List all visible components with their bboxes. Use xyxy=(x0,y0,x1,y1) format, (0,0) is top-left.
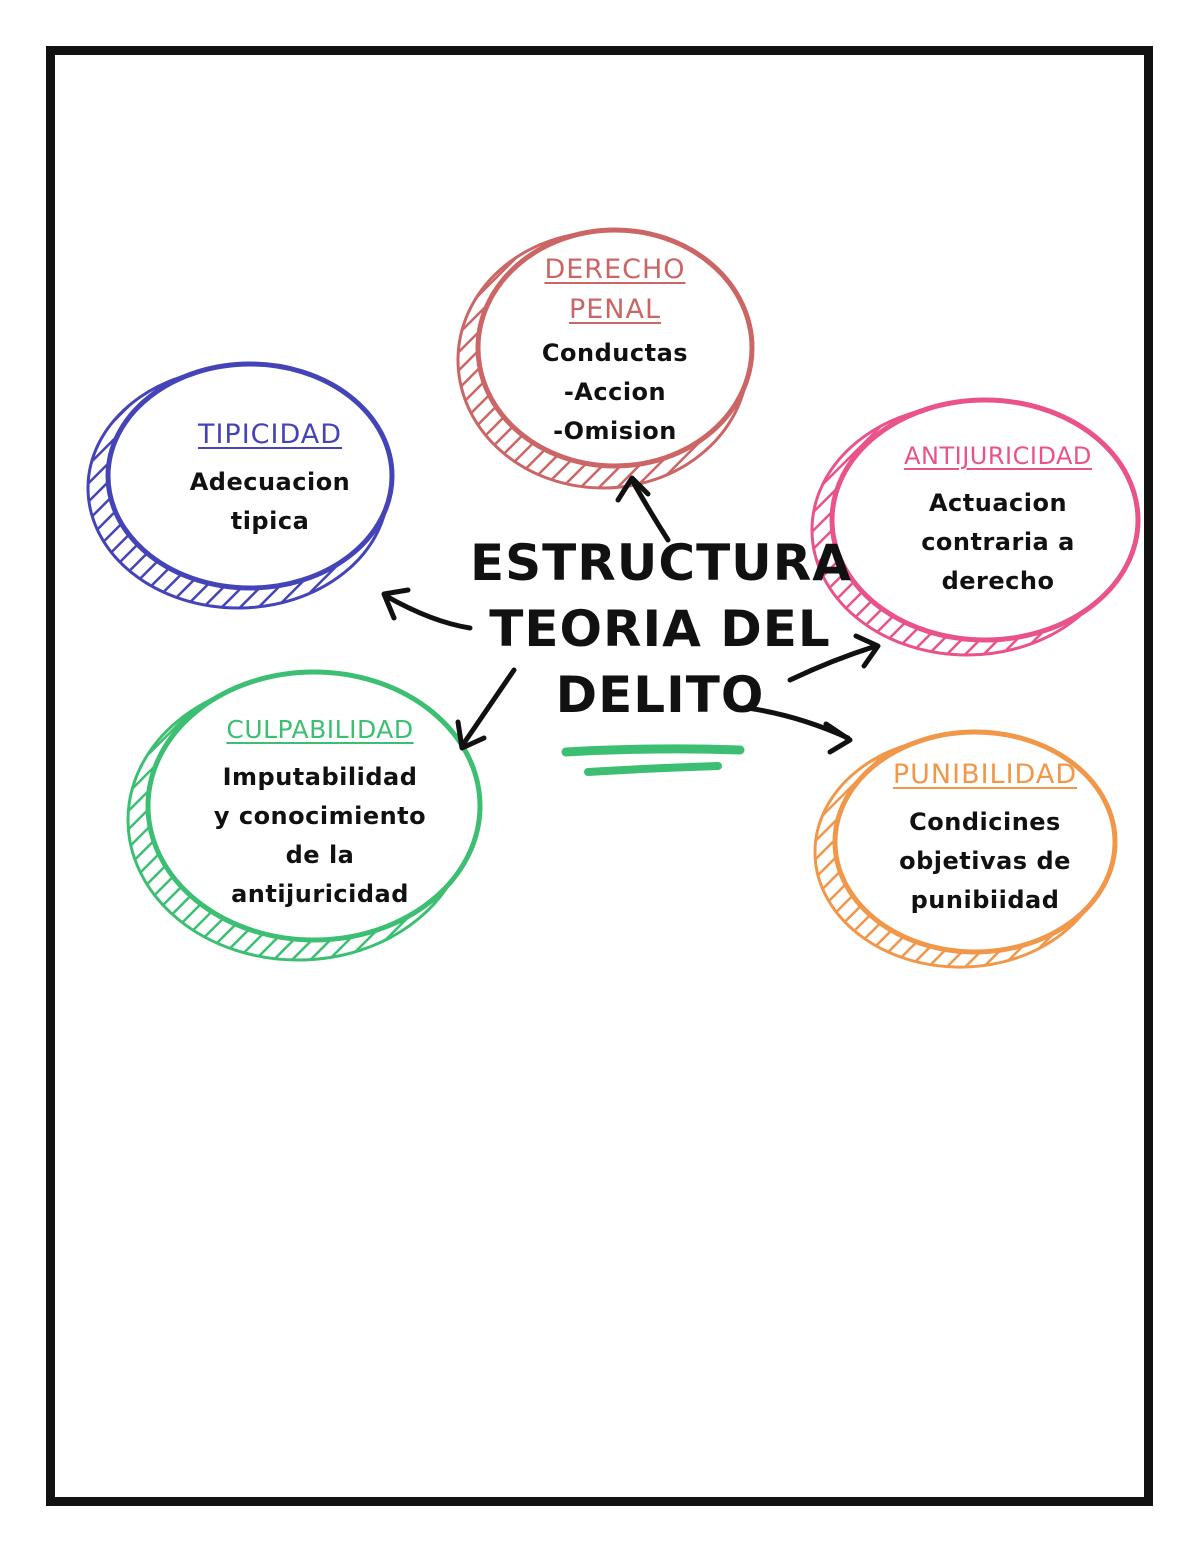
circle-antijuricidad xyxy=(810,397,1141,657)
node-body-line: Adecuacion xyxy=(189,468,351,496)
node-derecho-penal: DERECHO PENAL Conductas -Accion -Omision xyxy=(490,250,740,451)
circle-tipicidad xyxy=(86,361,395,610)
node-body-line: punibiidad xyxy=(910,886,1060,914)
circle-punibilidad xyxy=(813,729,1118,969)
node-title: TIPICIDAD xyxy=(197,419,343,450)
node-punibilidad: PUNIBILIDAD Condicines objetivas de puni… xyxy=(850,755,1120,920)
node-body-line: -Accion xyxy=(563,378,667,406)
node-body-line: Conductas xyxy=(541,339,689,367)
node-body-line: de la xyxy=(285,841,355,869)
node-antijuricidad: ANTIJURICIDAD Actuacion contraria a dere… xyxy=(864,436,1132,601)
arrow-to-derecho-penal xyxy=(615,475,671,543)
title-underline xyxy=(561,744,745,776)
node-body-line: tipica xyxy=(230,507,310,535)
node-body-line: antijuricidad xyxy=(231,880,409,908)
center-title-line: ESTRUCTURA xyxy=(470,534,852,592)
node-title: PUNIBILIDAD xyxy=(892,759,1078,790)
node-title: DERECHO xyxy=(544,254,686,285)
arrow-to-culpabilidad xyxy=(455,667,517,751)
node-body-line: Condicines xyxy=(909,808,1061,836)
node-body-line: Actuacion xyxy=(928,489,1068,517)
node-body: Adecuacion tipica xyxy=(140,463,400,541)
node-body-line: -Omision xyxy=(553,417,677,445)
node-title: CULPABILIDAD xyxy=(226,715,414,744)
node-body-line: Imputabilidad xyxy=(222,763,418,791)
circle-culpabilidad xyxy=(126,669,483,962)
node-title: PENAL xyxy=(568,294,662,325)
node-body-line: objetivas de xyxy=(899,847,1071,875)
node-body: Conductas -Accion -Omision xyxy=(490,334,740,451)
node-body-line: contraria a xyxy=(921,528,1075,556)
arrow-to-tipicidad xyxy=(381,587,473,631)
center-title-line: DELITO xyxy=(555,666,765,724)
arrow-to-antijuricidad xyxy=(787,633,881,683)
node-body-line: derecho xyxy=(941,567,1055,595)
node-body: Actuacion contraria a derecho xyxy=(864,484,1132,601)
center-title: ESTRUCTURA TEORIA DEL DELITO xyxy=(470,530,852,728)
node-body: Imputabilidad y conocimiento de la antij… xyxy=(180,758,460,914)
arrow-to-punibilidad xyxy=(745,705,853,755)
center-title-line: TEORIA DEL xyxy=(489,600,831,658)
node-culpabilidad: CULPABILIDAD Imputabilidad y conocimient… xyxy=(180,710,460,914)
node-body-line: y conocimiento xyxy=(213,802,427,830)
node-tipicidad: TIPICIDAD Adecuacion tipica xyxy=(140,415,400,541)
node-title: ANTIJURICIDAD xyxy=(904,442,1092,470)
circle-derecho-penal xyxy=(456,227,755,490)
node-body: Condicines objetivas de punibiidad xyxy=(850,803,1120,920)
